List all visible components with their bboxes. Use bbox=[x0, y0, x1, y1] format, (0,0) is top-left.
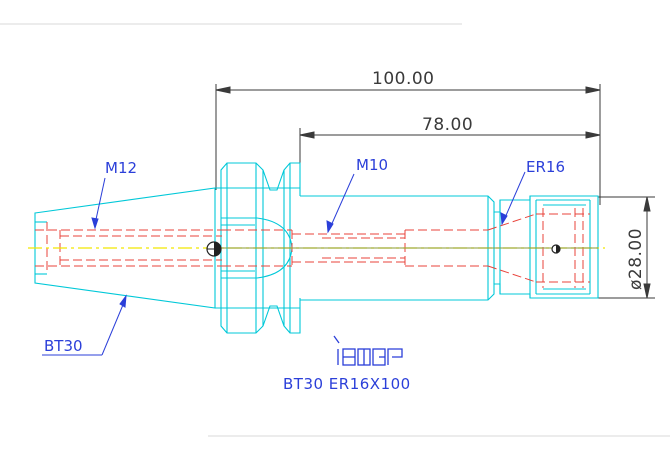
dimension-diameter bbox=[598, 196, 655, 299]
label-er16: ER16 bbox=[526, 158, 565, 176]
leader-m10 bbox=[326, 173, 355, 234]
dimension-overall-length-text: 100.00 bbox=[372, 69, 434, 89]
leader-m12 bbox=[91, 177, 106, 230]
balance-hole-left bbox=[206, 241, 222, 257]
balance-hole-right bbox=[551, 244, 561, 254]
sheet-border bbox=[0, 23, 670, 437]
hidden-lines bbox=[35, 208, 590, 288]
dimension-gauge-length bbox=[299, 128, 601, 165]
leader-bt30 bbox=[42, 294, 127, 356]
brand-logo bbox=[333, 335, 403, 366]
label-bt30: BT30 bbox=[44, 337, 83, 355]
dimension-overall-length bbox=[215, 84, 601, 205]
dimension-gauge-length-text: 78.00 bbox=[422, 115, 473, 135]
label-m10: M10 bbox=[356, 156, 388, 174]
drawing-title: BT30 ER16X100 bbox=[283, 375, 411, 393]
dimension-diameter-text: ø28.00 bbox=[626, 228, 646, 290]
leader-er16 bbox=[500, 171, 526, 226]
label-m12: M12 bbox=[105, 159, 137, 177]
